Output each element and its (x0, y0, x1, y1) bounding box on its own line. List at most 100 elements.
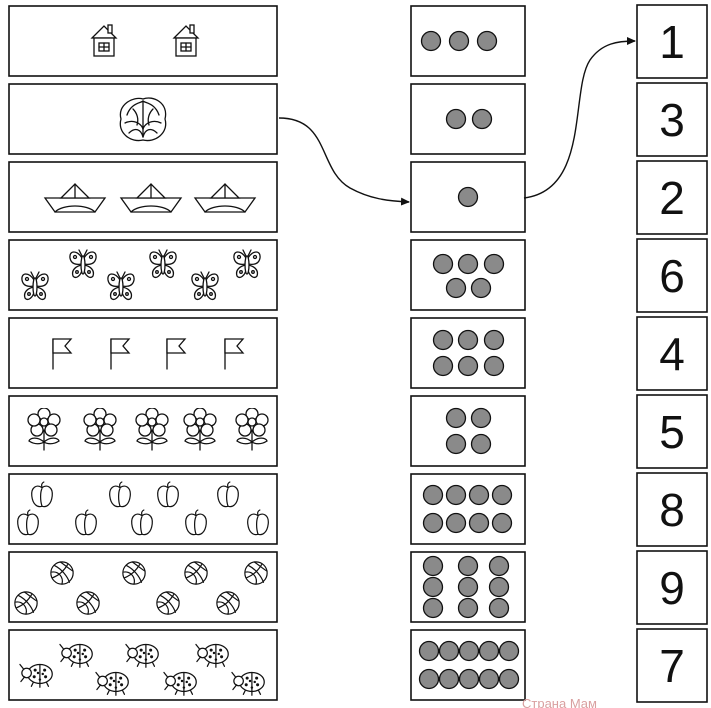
volleyball-icon (14, 591, 38, 615)
dot-card-box (410, 473, 526, 545)
dot-card-box (410, 629, 526, 701)
dot (445, 433, 467, 455)
volleyball-icon (122, 561, 146, 585)
number-item: 8 (636, 472, 708, 547)
dot (422, 597, 444, 619)
picture-row (8, 239, 278, 311)
number-label: 5 (659, 406, 685, 458)
dot (422, 576, 444, 598)
number-label: 9 (659, 562, 685, 614)
dot (498, 640, 520, 662)
dot (422, 512, 444, 534)
dot-card (410, 161, 526, 233)
picture-row (8, 473, 278, 545)
number-box (636, 472, 708, 547)
number-item: 1 (636, 4, 708, 79)
arrow-cabbage-to-one-dot (278, 117, 410, 206)
dot-card-box (410, 395, 526, 467)
dot (432, 329, 454, 351)
dot (476, 30, 498, 52)
arrow-one-dot-to-number-1 (523, 37, 636, 199)
dot-card (410, 473, 526, 545)
dot (432, 253, 454, 275)
dot (457, 555, 479, 577)
dot (457, 253, 479, 275)
dot (488, 555, 510, 577)
picture-row (8, 5, 278, 77)
number-item: 5 (636, 394, 708, 469)
volleyball-icon (244, 561, 268, 585)
number-label: 4 (659, 328, 685, 380)
dot-card (410, 629, 526, 701)
dot (478, 668, 500, 690)
dot (470, 277, 492, 299)
dot (448, 30, 470, 52)
dot (483, 253, 505, 275)
picture-row (8, 551, 278, 623)
dot (470, 433, 492, 455)
number-box (636, 4, 708, 79)
number-label: 8 (659, 484, 685, 536)
dot (491, 512, 513, 534)
number-column: 1 3 2 6 4 5 8 9 7 (636, 4, 708, 703)
number-item: 9 (636, 550, 708, 625)
dot (483, 329, 505, 351)
number-item: 2 (636, 160, 708, 235)
dot (478, 640, 500, 662)
dot (422, 484, 444, 506)
number-label: 2 (659, 172, 685, 224)
number-box (636, 160, 708, 235)
picture-box (8, 239, 278, 311)
picture-row (8, 83, 278, 155)
number-box (636, 238, 708, 313)
number-box (636, 82, 708, 157)
dot-card (410, 395, 526, 467)
dot (468, 512, 490, 534)
dot-card-box (410, 161, 526, 233)
dot (445, 484, 467, 506)
picture-box (8, 5, 278, 77)
dot (438, 668, 460, 690)
dot (420, 30, 442, 52)
picture-box (8, 629, 278, 701)
dot (457, 576, 479, 598)
volleyball-icon (184, 561, 208, 585)
dot (457, 355, 479, 377)
dot (488, 576, 510, 598)
dot (483, 355, 505, 377)
dot-card-box (410, 317, 526, 389)
watermark-text: Страна Мам (522, 696, 597, 708)
dot (458, 668, 480, 690)
dot (458, 640, 480, 662)
dot (418, 668, 440, 690)
dot (468, 484, 490, 506)
picture-row (8, 395, 278, 467)
dot-card (410, 317, 526, 389)
dot (445, 108, 467, 130)
dot (432, 355, 454, 377)
dot-card-box (410, 239, 526, 311)
number-item: 6 (636, 238, 708, 313)
cabbage-icon (119, 97, 167, 142)
dot (498, 668, 520, 690)
dot-card (410, 551, 526, 623)
dot (471, 108, 493, 130)
number-label: 3 (659, 94, 685, 146)
dot-card (410, 5, 526, 77)
volleyball-icon (216, 591, 240, 615)
dot (457, 186, 479, 208)
picture-box (8, 551, 278, 623)
number-box (636, 316, 708, 391)
picture-column (8, 5, 278, 701)
dot-card (410, 239, 526, 311)
dot (422, 555, 444, 577)
dot (438, 640, 460, 662)
number-label: 7 (659, 640, 685, 692)
number-item: 4 (636, 316, 708, 391)
number-item: 3 (636, 82, 708, 157)
picture-row (8, 317, 278, 389)
dot (445, 407, 467, 429)
dot (491, 484, 513, 506)
volleyball-icon (76, 591, 100, 615)
